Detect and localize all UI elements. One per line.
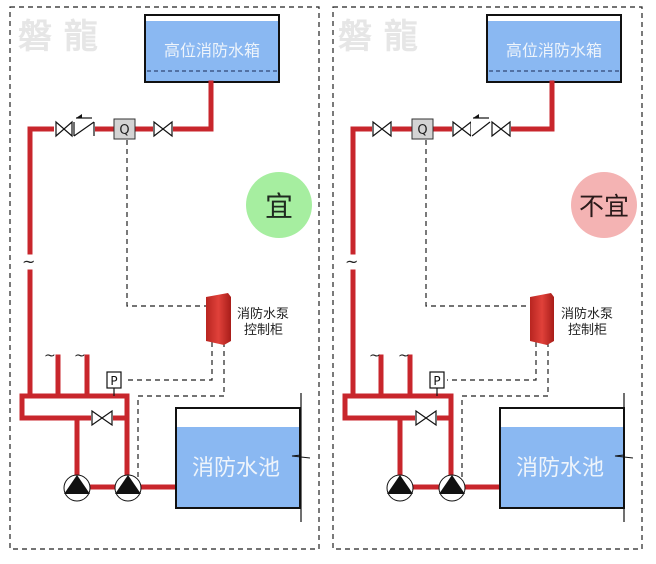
break-symbol: ~ xyxy=(22,252,35,271)
main-riser-pipe xyxy=(350,80,555,255)
pump-signal xyxy=(461,342,549,478)
flow-switch: Q xyxy=(411,118,434,140)
tank-label: 高位消防水箱 xyxy=(506,41,602,60)
high-level-tank: 高位消防水箱 xyxy=(486,14,622,83)
verdict-badge: 宜 xyxy=(246,172,312,238)
verdict-badge: 不宜 xyxy=(571,172,637,238)
check-valve xyxy=(471,114,491,137)
fire-pump-1 xyxy=(63,474,91,502)
pressure-switch: P xyxy=(106,371,122,396)
bypass-gate-valve xyxy=(415,409,437,427)
pump-control-cabinet: 消防水泵 控制柜 xyxy=(206,293,289,345)
svg-text:P: P xyxy=(110,374,117,388)
flow-switch-signal xyxy=(126,140,206,307)
high-level-tank: 高位消防水箱 xyxy=(144,14,280,83)
gate-valve-3 xyxy=(491,120,511,138)
watermark: 磐 龍 xyxy=(18,17,98,57)
pressure-switch-signal xyxy=(447,342,537,381)
svg-text:宜: 宜 xyxy=(265,190,293,223)
gate-valve-2 xyxy=(452,120,472,138)
pressure-switch-signal xyxy=(124,342,213,381)
gate-valve-1 xyxy=(372,120,392,138)
gate-valve-1 xyxy=(54,120,74,138)
panel-frame xyxy=(332,6,643,550)
fire-water-pool: 消防水池 xyxy=(175,393,311,522)
panel-right: 磐 龍 高位消防水箱 ~ Q xyxy=(332,6,643,550)
fire-pump-2 xyxy=(114,474,142,502)
pressure-switch: P xyxy=(429,371,445,396)
fire-pump-2 xyxy=(438,474,466,502)
flow-switch-signal xyxy=(425,140,530,307)
svg-text:Q: Q xyxy=(119,123,129,138)
watermark: 磐 龍 xyxy=(338,17,418,57)
svg-text:不宜: 不宜 xyxy=(579,192,629,221)
svg-text:Q: Q xyxy=(417,123,427,138)
pump-signal xyxy=(137,342,225,478)
panel-left: 磐 龍 高位消防水箱 ~ Q xyxy=(9,6,320,550)
panel-frame xyxy=(9,6,320,550)
break-symbol: ~ xyxy=(44,348,56,364)
svg-text:P: P xyxy=(433,374,440,388)
fire-water-pool: 消防水池 xyxy=(499,393,634,522)
bypass-gate-valve xyxy=(91,409,113,427)
break-symbol: ~ xyxy=(345,252,358,271)
gate-valve-2 xyxy=(153,120,173,138)
break-symbol: ~ xyxy=(398,348,410,364)
pool-label: 消防水池 xyxy=(192,456,280,481)
controller-label: 消防水泵 xyxy=(237,306,289,322)
break-symbol: ~ xyxy=(74,348,86,364)
controller-label-2: 控制柜 xyxy=(568,323,607,338)
main-riser-pipe xyxy=(27,80,214,255)
controller-label-2: 控制柜 xyxy=(244,323,283,338)
check-valve xyxy=(73,114,95,137)
flow-switch: Q xyxy=(113,118,136,140)
tank-label: 高位消防水箱 xyxy=(164,41,260,60)
break-symbol: ~ xyxy=(369,348,381,364)
pump-control-cabinet: 消防水泵 控制柜 xyxy=(530,293,613,345)
pool-label: 消防水池 xyxy=(516,456,604,481)
fire-pump-1 xyxy=(386,474,414,502)
controller-label: 消防水泵 xyxy=(561,306,613,322)
